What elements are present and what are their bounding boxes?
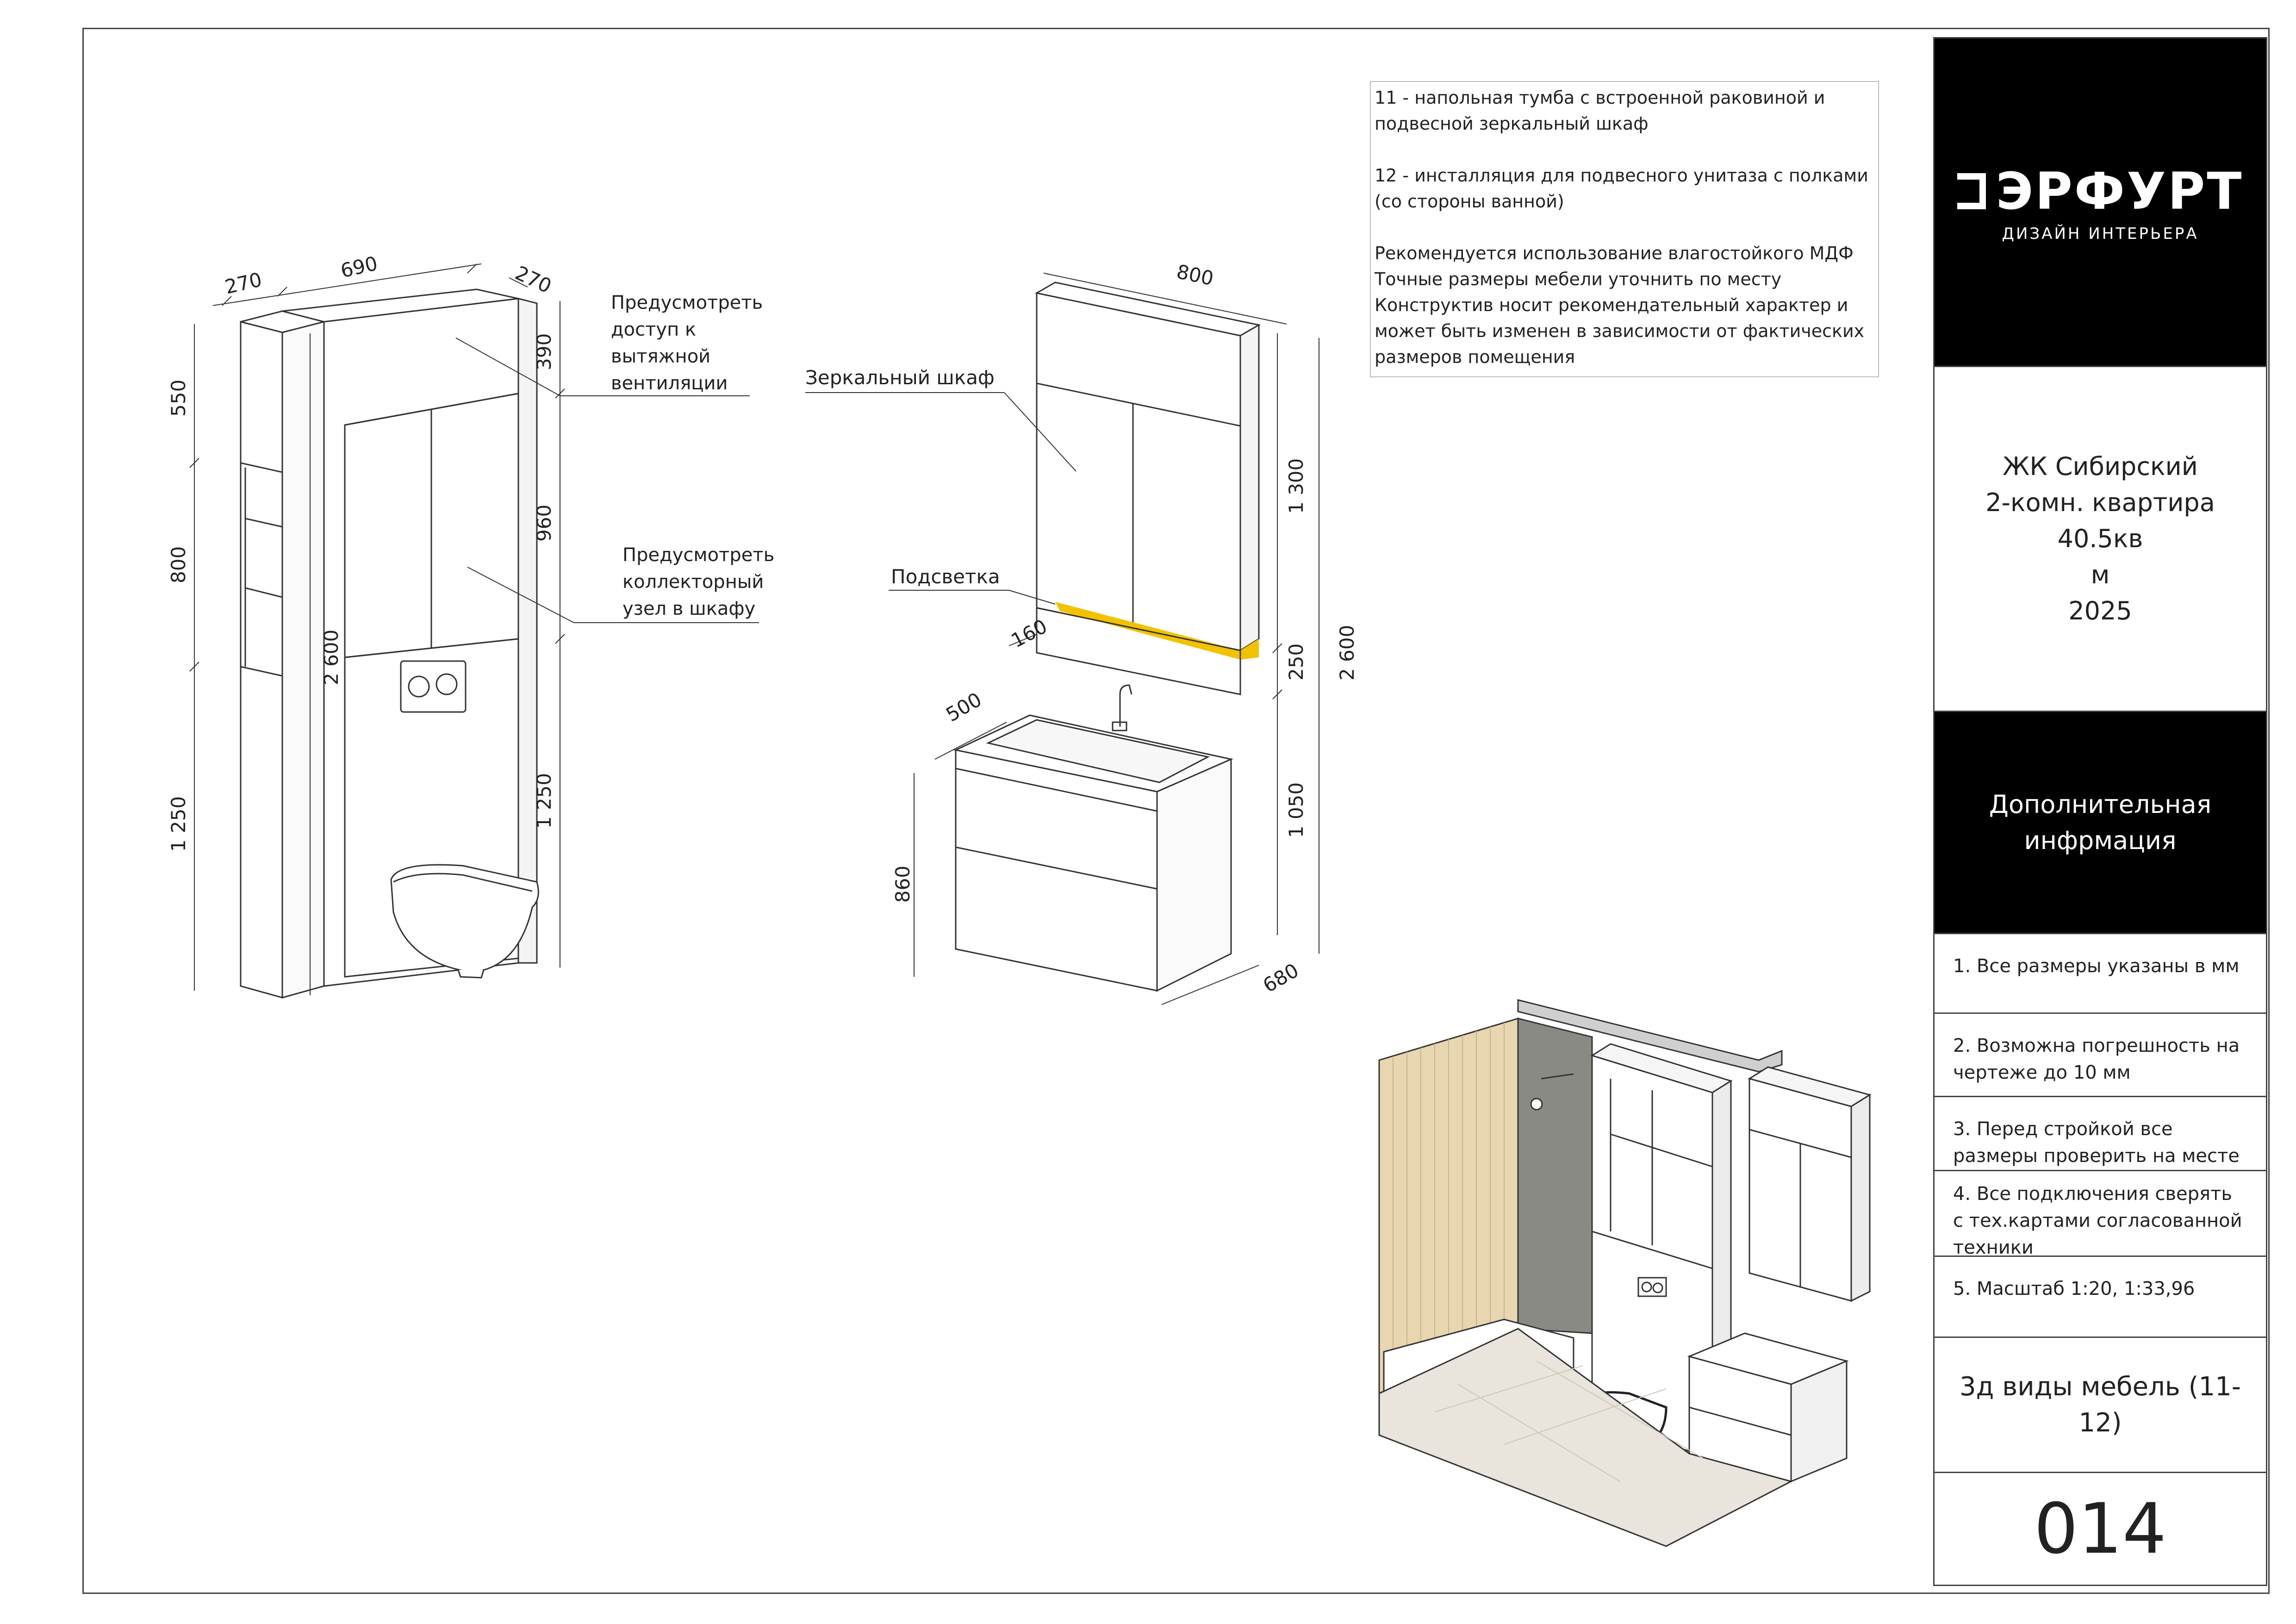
note-row-3: 3. Перед стройкой все размеры проверить … xyxy=(1935,1097,2266,1171)
dim-upper: 550 xyxy=(167,380,190,417)
dim-top-right: 270 xyxy=(512,262,555,298)
dim-basin-depth: 500 xyxy=(942,688,986,726)
logo-block: ЭРФУРТ ДИЗАЙН ИНТЕРЬЕРА xyxy=(1935,38,2266,367)
dim-width-800: 800 xyxy=(1175,260,1216,290)
note-2: 2. Возможна погрешность на чертеже до 10… xyxy=(1953,1035,2240,1083)
note-recommendations: Рекомендуется использование влагостойког… xyxy=(1375,243,1865,367)
note-row-5: 5. Масштаб 1:20, 1:33,96 xyxy=(1935,1257,2266,1338)
dim-lower: 1 250 xyxy=(167,796,190,852)
project-text: ЖК Сибирский 2-комн. квартира 40.5кв м 2… xyxy=(1985,452,2215,625)
label-mirror-cabinet: Зеркальный шкаф xyxy=(805,366,995,389)
sheet-title-cell: 3д виды мебель (11-12) xyxy=(1935,1338,2266,1473)
sheet-number: 014 xyxy=(2034,1488,2167,1569)
dim-cabinet-depth: 680 xyxy=(1259,959,1303,997)
logo-mark-icon xyxy=(1957,173,1986,209)
dim-light: 160 xyxy=(1008,615,1051,652)
note-row-1: 1. Все размеры указаны в мм xyxy=(1935,934,2266,1014)
dim-cabinet-height: 860 xyxy=(891,866,914,903)
note-4: 4. Все подключения сверять с тех.картами… xyxy=(1953,1183,2242,1258)
project-info: ЖК Сибирский 2-комн. квартира 40.5кв м 2… xyxy=(1935,367,2266,712)
dim-right-2: 960 xyxy=(533,505,555,542)
note-row-2: 2. Возможна погрешность на чертеже до 10… xyxy=(1935,1014,2266,1097)
note-1: 1. Все размеры указаны в мм xyxy=(1953,956,2240,977)
installation-cabinet-drawing xyxy=(240,288,539,999)
label-light: Подсветка xyxy=(891,565,1000,588)
dim-floor: 1 050 xyxy=(1285,782,1307,838)
dim-top-mid: 690 xyxy=(338,252,380,282)
dim-gap: 250 xyxy=(1285,643,1307,681)
dim-right-3: 1 250 xyxy=(533,773,555,829)
bathroom-3d-view xyxy=(1378,999,1872,1547)
sheet-number-cell: 014 xyxy=(1935,1473,2266,1585)
drawing-frame xyxy=(82,28,2270,1594)
dim-right-1: 390 xyxy=(533,333,555,370)
general-notes: 11 - напольная тумба с встроенной ракови… xyxy=(1370,81,1879,377)
vanity-drawing xyxy=(953,281,1261,992)
note-5: 5. Масштаб 1:20, 1:33,96 xyxy=(1953,1278,2195,1299)
sheet-title: 3д виды мебель (11-12) xyxy=(1960,1371,2241,1438)
dim-mirror-height: 1 300 xyxy=(1285,458,1307,514)
section-header: Дополнительная инфрмация xyxy=(1935,712,2266,934)
callout-collector: Предусмотреть коллекторный узел в шкафу xyxy=(622,544,775,619)
dim-total-2: 2 600 xyxy=(1336,625,1358,681)
title-block: ЭРФУРТ ДИЗАЙН ИНТЕРЬЕРА ЖК Сибирский 2-к… xyxy=(1933,37,2267,1586)
note-item-12: 12 - инсталляция для подвесного унитаза … xyxy=(1375,165,1868,212)
logo-text: ЭРФУРТ xyxy=(1996,161,2244,221)
note-item-11: 11 - напольная тумба с встроенной ракови… xyxy=(1375,87,1825,134)
dim-top-left: 270 xyxy=(223,268,264,299)
dim-total-1: 2 600 xyxy=(320,630,342,685)
note-row-4: 4. Все подключения сверять с тех.картами… xyxy=(1935,1171,2266,1258)
company-logo: ЭРФУРТ xyxy=(1957,162,2244,221)
callout-ventilation: Предусмотреть доступ к вытяжной вентиляц… xyxy=(611,292,763,394)
logo-subtitle: ДИЗАЙН ИНТЕРЬЕРА xyxy=(2002,224,2199,243)
section-title: Дополнительная инфрмация xyxy=(1989,789,2212,855)
dim-middle: 800 xyxy=(167,546,190,583)
note-3: 3. Перед стройкой все размеры проверить … xyxy=(1953,1118,2240,1167)
